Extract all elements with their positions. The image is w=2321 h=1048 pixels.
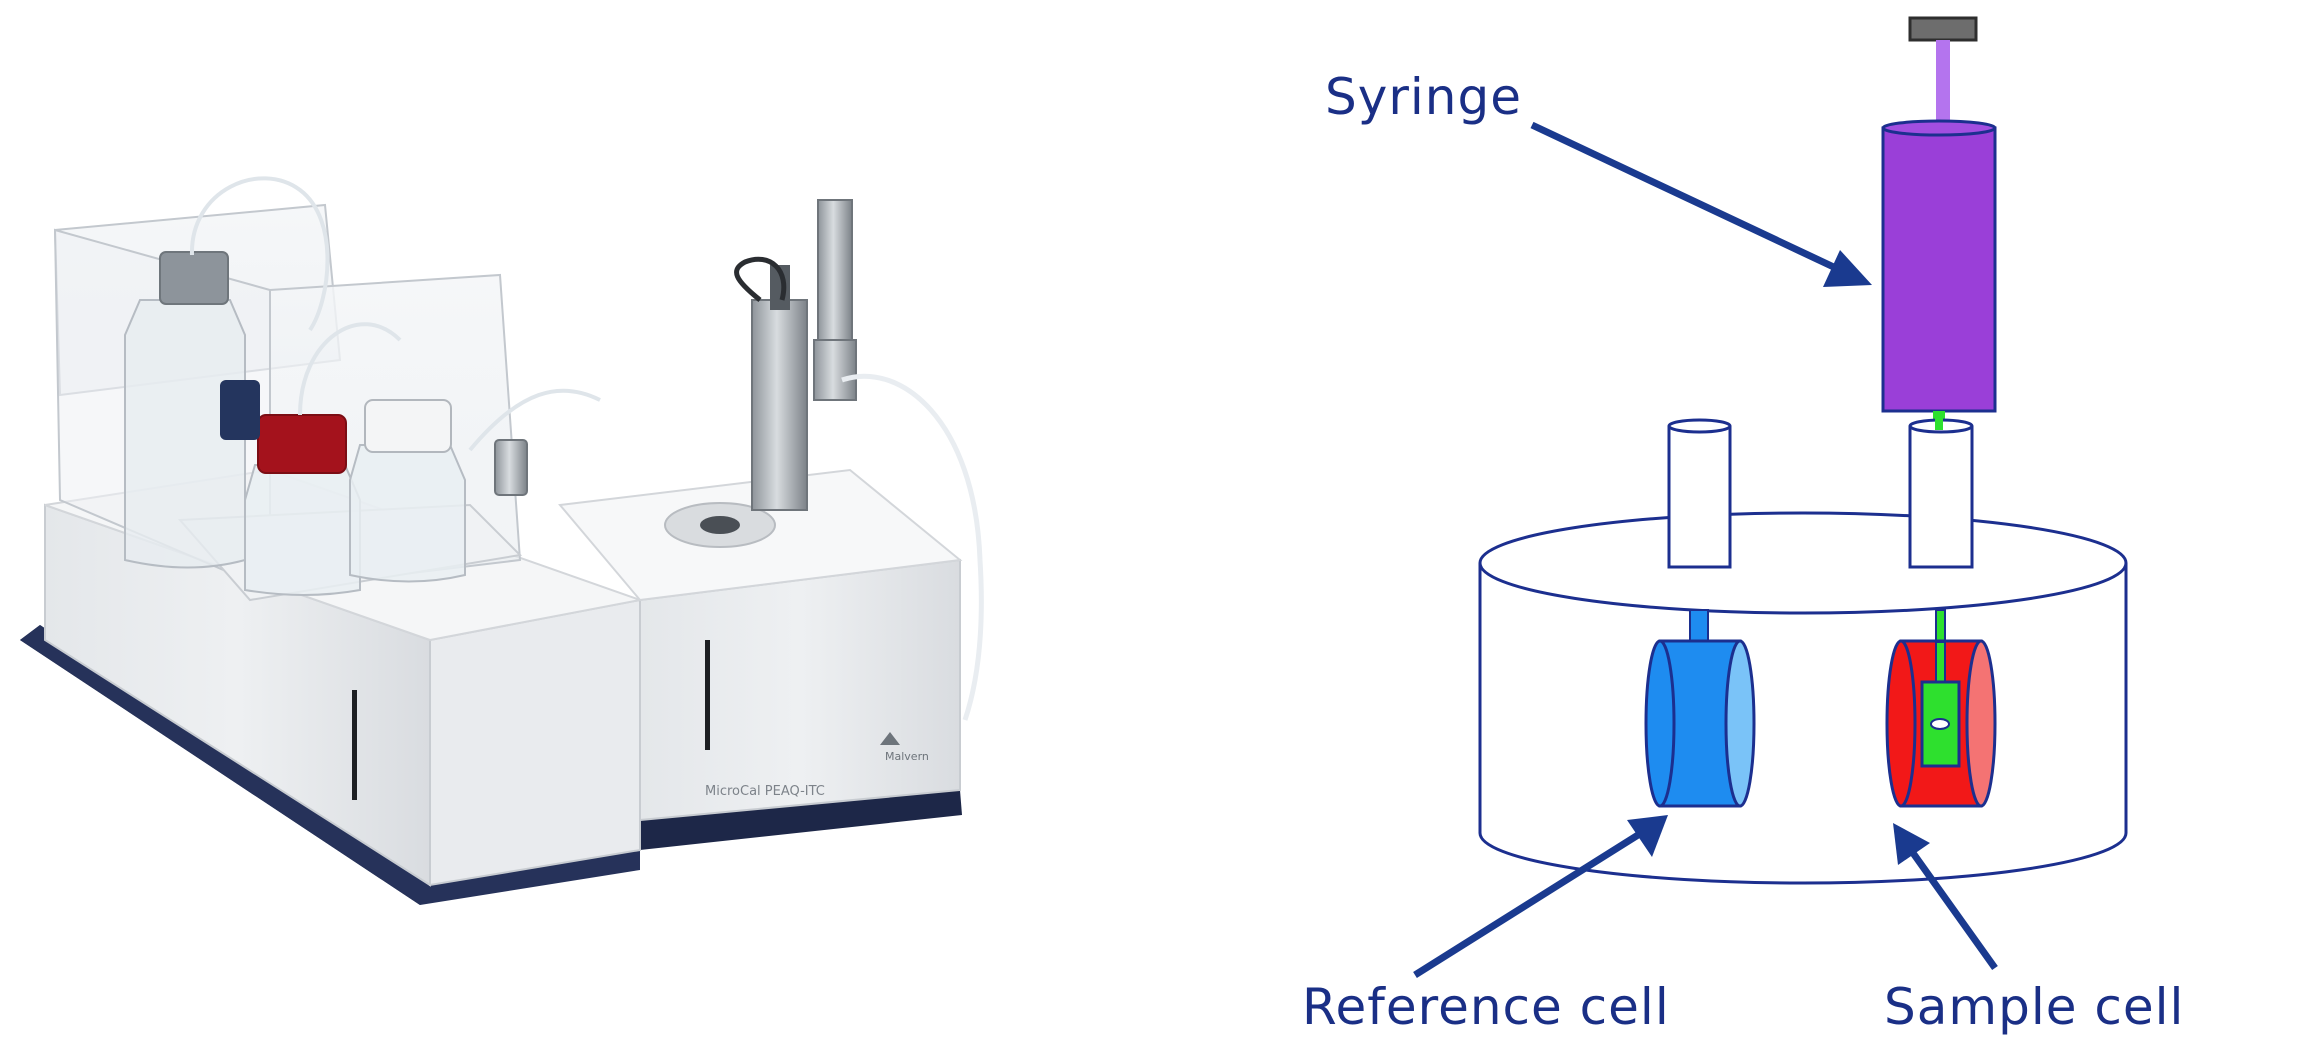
pipette-cable — [734, 256, 787, 302]
pipette-stand — [770, 265, 790, 310]
syringe-label: Syringe — [1325, 68, 1522, 126]
schematic-diagram: Syringe Reference cell Sample cell — [1302, 16, 2184, 1036]
plunger-rod — [1936, 40, 1950, 132]
right-module-front — [639, 558, 961, 822]
dark-vial — [220, 380, 260, 440]
itc-schematic: Syringe Reference cell Sample cell — [1260, 0, 2321, 1048]
syringe-barrel-top — [1881, 119, 1997, 137]
tubing-top — [189, 176, 330, 332]
sample-cell-back — [1965, 639, 1997, 808]
red-cap — [257, 414, 347, 474]
large-bottle-cap — [159, 251, 229, 305]
syringe-arrow-head — [1823, 250, 1872, 287]
pipette-column — [751, 299, 808, 511]
reference-arrow-shaft — [1413, 832, 1640, 978]
reference-cell-front — [1644, 639, 1676, 808]
brand-label: Malvern — [885, 750, 929, 763]
pipette-top-cap — [813, 339, 857, 401]
tubing-middle — [298, 322, 402, 416]
white-cap — [364, 399, 452, 453]
tubing-cross — [468, 388, 601, 452]
white-cap-bottle — [349, 444, 466, 583]
sample-arrow-shaft — [1910, 850, 1998, 971]
reference-arrow-head — [1627, 815, 1668, 857]
left-module-side — [429, 598, 641, 887]
reference-access-tube-top — [1667, 418, 1732, 434]
fitting — [494, 439, 528, 496]
jacket-top — [1478, 511, 2128, 615]
cell-port-hole — [700, 516, 740, 534]
left-module-slot — [352, 690, 357, 800]
sample-cell-needle — [1935, 641, 1946, 685]
red-cap-bottle — [244, 464, 361, 596]
syringe-arrow-shaft — [1530, 121, 1842, 274]
sample-needle-shaft — [1935, 418, 1943, 430]
instrument-illustration: MicroCal PEAQ-ITC Malvern — [20, 176, 984, 905]
reference-access-tube — [1667, 426, 1732, 569]
sample-access-tube — [1908, 426, 1974, 569]
pipette-top — [817, 199, 853, 341]
sample-cell-label: Sample cell — [1884, 978, 2184, 1036]
reference-cell-back — [1724, 639, 1756, 808]
instrument-photo: MicroCal PEAQ-ITC Malvern — [0, 0, 1000, 1048]
reference-cell-label: Reference cell — [1302, 978, 1670, 1036]
model-label: MicroCal PEAQ-ITC — [705, 784, 825, 799]
reference-cell-stem — [1689, 609, 1709, 643]
stirrer-hole — [1930, 718, 1950, 730]
right-module-slot — [705, 640, 710, 750]
syringe-barrel — [1881, 126, 1997, 413]
sample-arrow-head — [1893, 823, 1930, 865]
plunger-cap — [1908, 16, 1978, 42]
brand-logo-icon — [880, 732, 900, 745]
sample-cell-front — [1885, 639, 1917, 808]
sample-cell-stem — [1935, 609, 1946, 643]
right-base-plate — [640, 790, 962, 850]
tubing-right — [841, 373, 984, 721]
